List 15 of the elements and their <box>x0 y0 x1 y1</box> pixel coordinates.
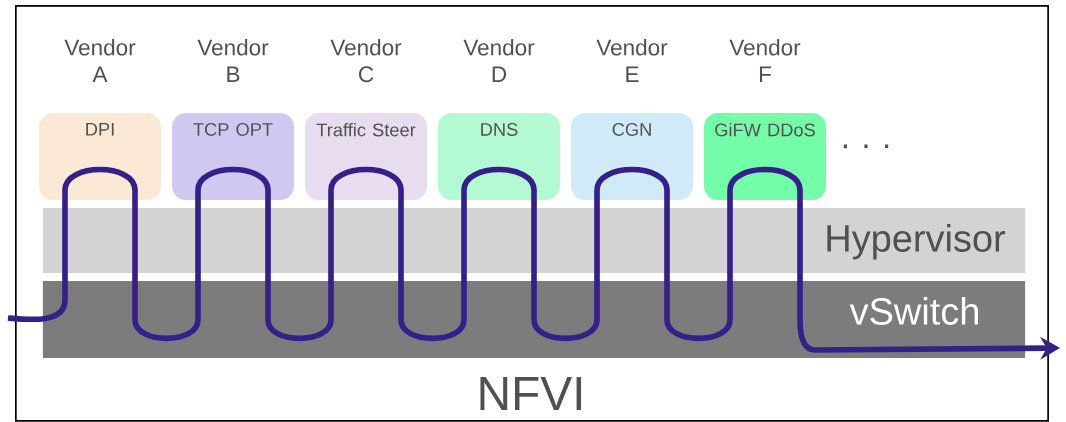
vendor-heading: Vendor C <box>330 39 402 83</box>
function-box: DPI <box>39 113 161 200</box>
vendor-heading: Vendor E <box>596 39 668 82</box>
vendor-heading: Vendor A <box>64 39 136 82</box>
vswitch-layer: vSwitch <box>42 281 1026 358</box>
ellipsis: · · · <box>843 144 889 149</box>
function-box: CGN <box>571 113 693 200</box>
function-box: Traffic Steer <box>305 113 427 200</box>
function-box: GiFW DDoS <box>704 113 826 200</box>
vendor-heading: Vendor D <box>463 39 535 82</box>
function-box: DNS <box>438 113 560 200</box>
vendor-heading: Vendor B <box>197 39 269 82</box>
hypervisor-layer: Hypervisor <box>42 208 1026 273</box>
function-box: TCP OPT <box>172 113 294 200</box>
vendor-heading: Vendor F <box>729 39 801 82</box>
